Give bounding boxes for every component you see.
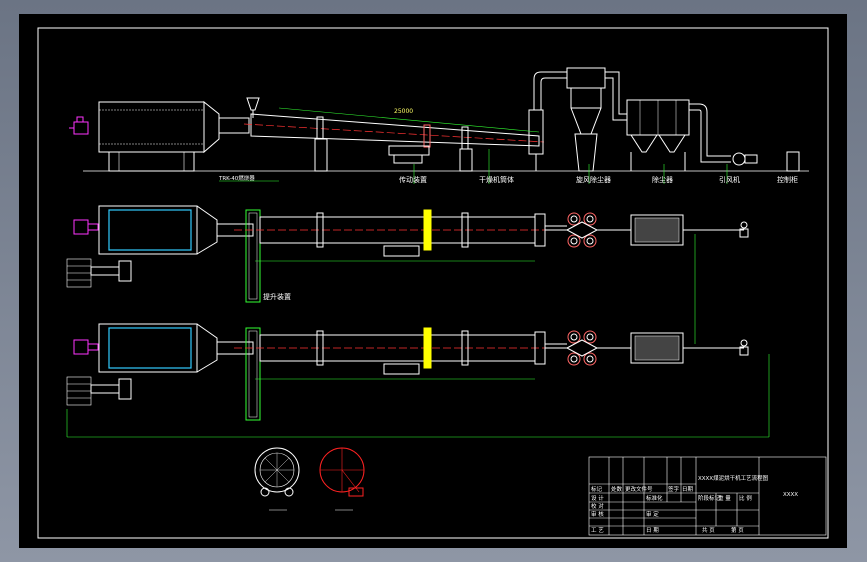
- header-cell-4: 日期: [682, 486, 694, 493]
- company-name: XXXX: [783, 492, 798, 498]
- drawing-border: [37, 27, 829, 539]
- hoist-conveyor: [245, 209, 261, 303]
- gear-ring-2: [423, 327, 432, 369]
- label-drive: 传动装置: [399, 175, 427, 184]
- right-cell-1: 重 量: [718, 494, 731, 502]
- header-cell-1: 处数: [611, 485, 623, 493]
- label-burner-top: TRK-40燃烧器: [218, 174, 255, 182]
- label-control: 控制柜: [777, 175, 798, 184]
- row-label-2: 审 核: [591, 510, 604, 518]
- bag-filter-side: [626, 99, 690, 171]
- header-cell-0: 标记: [591, 485, 603, 493]
- fan-side: [732, 152, 746, 166]
- svg-text:25000: 25000: [394, 108, 413, 115]
- drum-section-a: [254, 447, 300, 493]
- dryer-drum-side: [250, 113, 540, 147]
- header-cell-3: 签字: [668, 485, 680, 493]
- row-label-1: 校 对: [591, 502, 604, 510]
- sheet-cell-0: 共 页: [702, 526, 715, 534]
- title-block: [588, 456, 827, 536]
- row-label-3: 工 艺: [591, 527, 604, 534]
- burner-top: [69, 116, 89, 135]
- centerline-top: [243, 123, 545, 143]
- label-fan: 引风机: [719, 175, 740, 184]
- drawing-title: XXXX煤泥烘干机工艺流程图: [698, 474, 769, 482]
- plan-view-1: 提升装置: [66, 205, 749, 344]
- plan-view-2: [66, 323, 770, 438]
- chamber-interior: [108, 209, 192, 251]
- mid-cell-0: 标准化: [646, 494, 663, 502]
- cyclones-plan-1: [565, 212, 599, 248]
- right-cell-2: 比 例: [739, 494, 752, 502]
- label-bag-filter: 除尘器: [652, 175, 673, 184]
- label-dryer: 干燥机筒体: [479, 175, 514, 184]
- drive-unit: [388, 145, 430, 156]
- side-elevation: 25000 传动装置 干燥机筒体 旋风除尘器 除尘器 引风机 控制柜 TRK-4…: [69, 67, 809, 184]
- cyclones-plan-2: [565, 330, 599, 366]
- label-hoist: 提升装置: [263, 292, 291, 301]
- drawing-canvas: 25000 传动装置 干燥机筒体 旋风除尘器 除尘器 引风机 控制柜 TRK-4…: [37, 27, 829, 539]
- label-cyclone: 旋风除尘器: [576, 175, 611, 184]
- mid-cell-1: 审 定: [646, 510, 659, 518]
- row-label-0: 设 计: [591, 494, 604, 502]
- right-cell-0: 阶段标记: [698, 494, 721, 502]
- sheet-cell-1: 第 页: [731, 526, 744, 534]
- section-details: [254, 447, 365, 511]
- combustion-chamber: [98, 101, 205, 153]
- control-cabinet: [786, 151, 800, 172]
- mid-cell-2: 日 期: [646, 527, 659, 534]
- header-cell-2: 更改文件号: [625, 485, 653, 493]
- gear-ring-1: [423, 209, 432, 251]
- cyclone-side: [566, 67, 606, 172]
- cad-viewport[interactable]: 25000 传动装置 干燥机筒体 旋风除尘器 除尘器 引风机 控制柜 TRK-4…: [19, 14, 847, 548]
